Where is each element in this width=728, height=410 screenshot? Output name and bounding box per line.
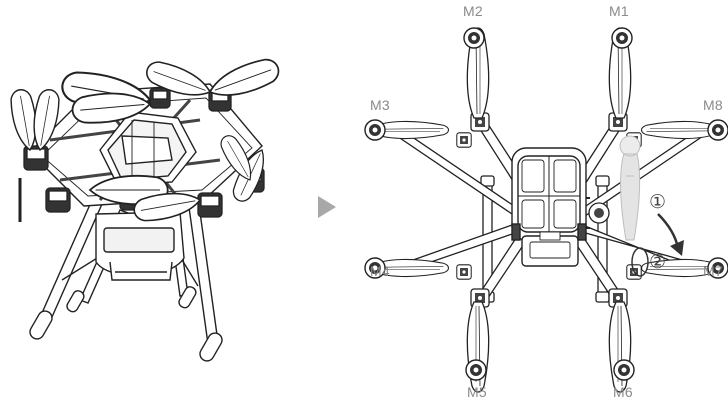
label-m3: M3 bbox=[370, 97, 390, 113]
spray-tank bbox=[96, 212, 184, 280]
drone-perspective-view bbox=[8, 55, 282, 364]
motor-m3 bbox=[365, 120, 449, 140]
label-m7: M7 bbox=[703, 263, 723, 279]
top-central-body bbox=[512, 148, 586, 266]
rotate-arrow-icon bbox=[658, 214, 678, 248]
label-m6: M6 bbox=[613, 384, 633, 400]
motor-m5 bbox=[466, 302, 489, 392]
label-m5: M5 bbox=[467, 384, 487, 400]
motor-m8 bbox=[642, 120, 728, 140]
transition-arrow-icon bbox=[318, 196, 336, 218]
drone-top-view bbox=[365, 28, 728, 392]
label-m1: M1 bbox=[609, 3, 629, 19]
motor-m6 bbox=[609, 302, 634, 392]
step-1-label: ① bbox=[649, 191, 666, 214]
label-m4: M4 bbox=[370, 263, 390, 279]
motor-m2 bbox=[464, 28, 489, 118]
label-m8: M8 bbox=[703, 97, 723, 113]
label-m2: M2 bbox=[463, 3, 483, 19]
motor-m1 bbox=[609, 28, 632, 118]
step-2-label: ② bbox=[649, 251, 666, 274]
